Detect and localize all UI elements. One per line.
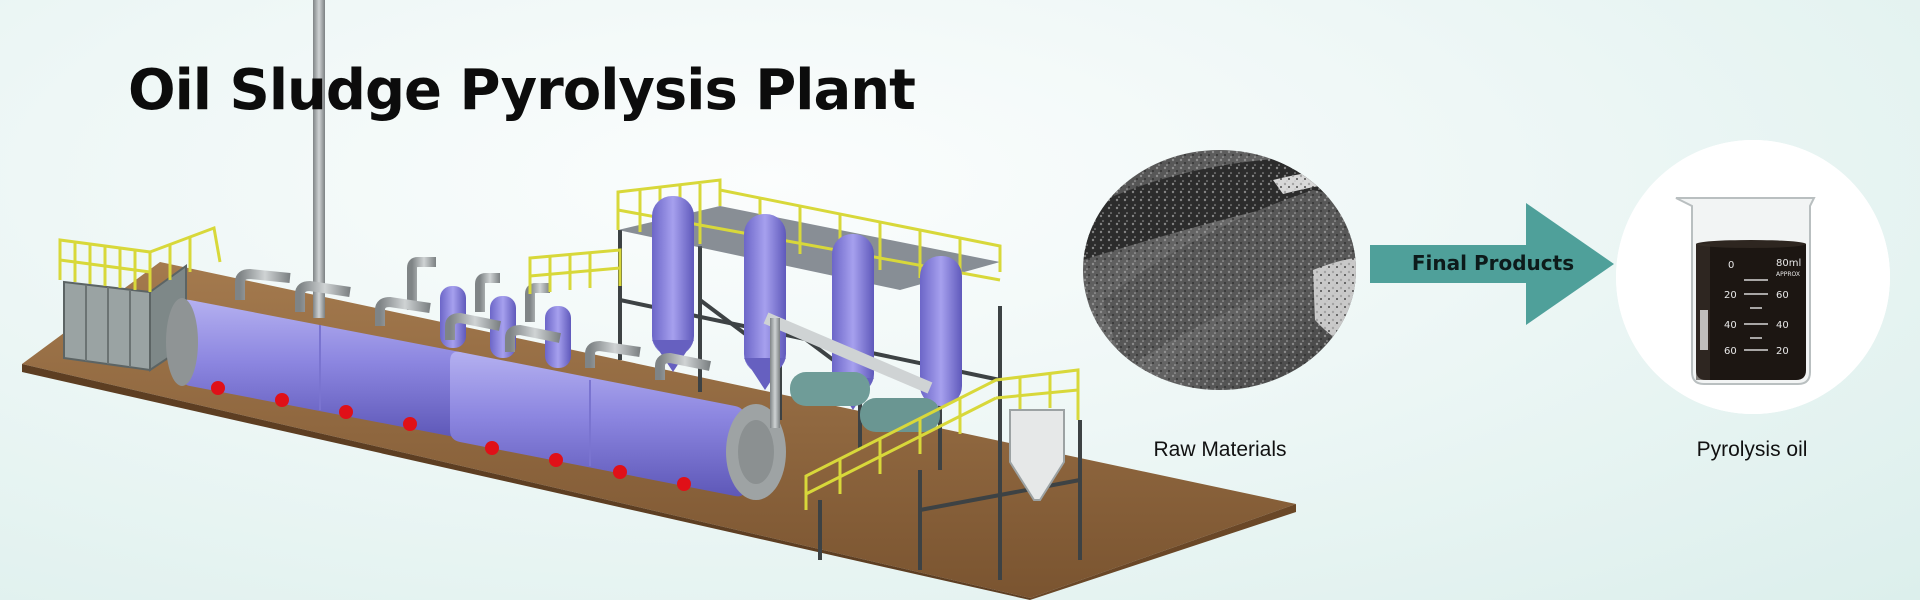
beaker-mark-40-left: 40 [1724,320,1737,331]
beaker-mark-0: 0 [1728,260,1734,271]
flow-arrow-icon [1370,203,1614,325]
pyrolysis-oil-image: 80ml APPROX 0 20 40 60 60 40 20 [1616,140,1890,414]
beaker-mark-60-right: 60 [1776,290,1789,301]
beaker-mark-20-right: 20 [1776,346,1789,357]
beaker-mark-20-left: 20 [1724,290,1737,301]
beaker-mark-40-right: 40 [1776,320,1789,331]
pyrolysis-oil-caption: Pyrolysis oil [1696,438,1808,461]
pyrolysis-plant-illustration [22,0,1296,600]
raw-materials-caption: Raw Materials [1153,438,1287,461]
beaker-mark-approx: APPROX [1776,271,1800,278]
final-products-label: Final Products [1411,251,1575,275]
raw-materials-image [1083,150,1356,390]
beaker-mark-60-left: 60 [1724,346,1737,357]
beaker-mark-80ml: 80ml [1776,258,1801,269]
page-title: Oil Sludge Pyrolysis Plant [128,58,916,123]
